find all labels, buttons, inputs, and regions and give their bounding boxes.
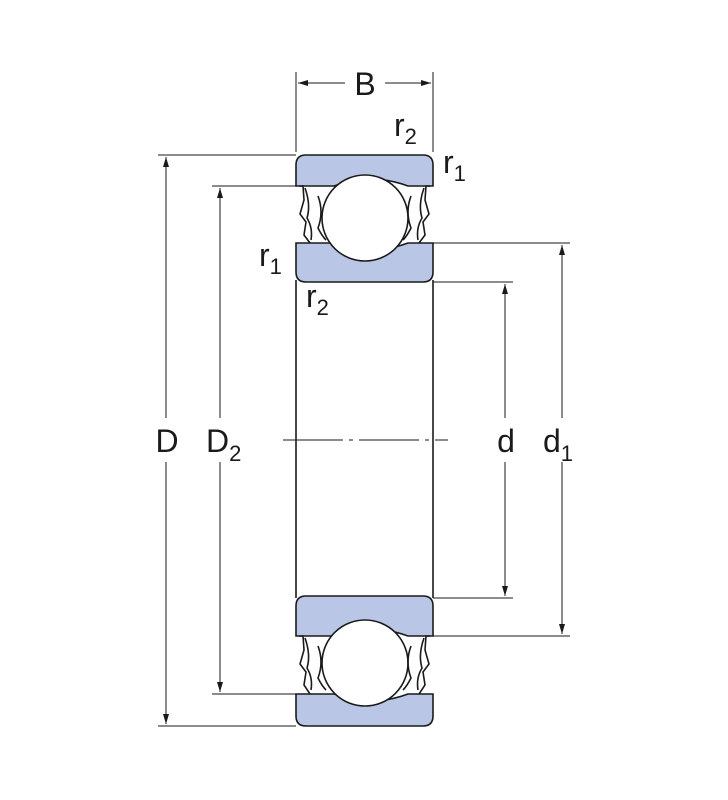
shoulder-outer-label: D2: [206, 423, 241, 466]
top-ball: [321, 174, 409, 262]
top-right-seal: [402, 185, 430, 244]
shoulder-inner-label: d1: [543, 423, 573, 466]
shoulder-inner-label-main: d: [543, 423, 561, 459]
extension-lines: [158, 72, 570, 727]
chamfer-inner-label-right: r1: [443, 144, 466, 186]
chamfer-outer-label-bottom: r2: [306, 278, 329, 320]
shoulder-outer-label-sub: 2: [229, 441, 241, 466]
shoulder-outer-label-main: D: [206, 423, 229, 459]
bore-label: d: [497, 423, 515, 459]
width-label: B: [354, 66, 375, 102]
bottom-ball: [321, 619, 409, 707]
bottom-left-seal: [299, 635, 327, 695]
dimension-lines: [163, 80, 565, 724]
bearing-section: [295, 154, 434, 727]
outer-diameter-label: D: [155, 423, 178, 459]
bottom-right-seal: [402, 635, 430, 695]
chamfer-inner-label-left: r1: [259, 237, 282, 279]
shoulder-inner-label-sub: 1: [561, 441, 573, 466]
top-left-seal: [299, 185, 327, 244]
chamfer-outer-label-top: r2: [394, 107, 417, 149]
